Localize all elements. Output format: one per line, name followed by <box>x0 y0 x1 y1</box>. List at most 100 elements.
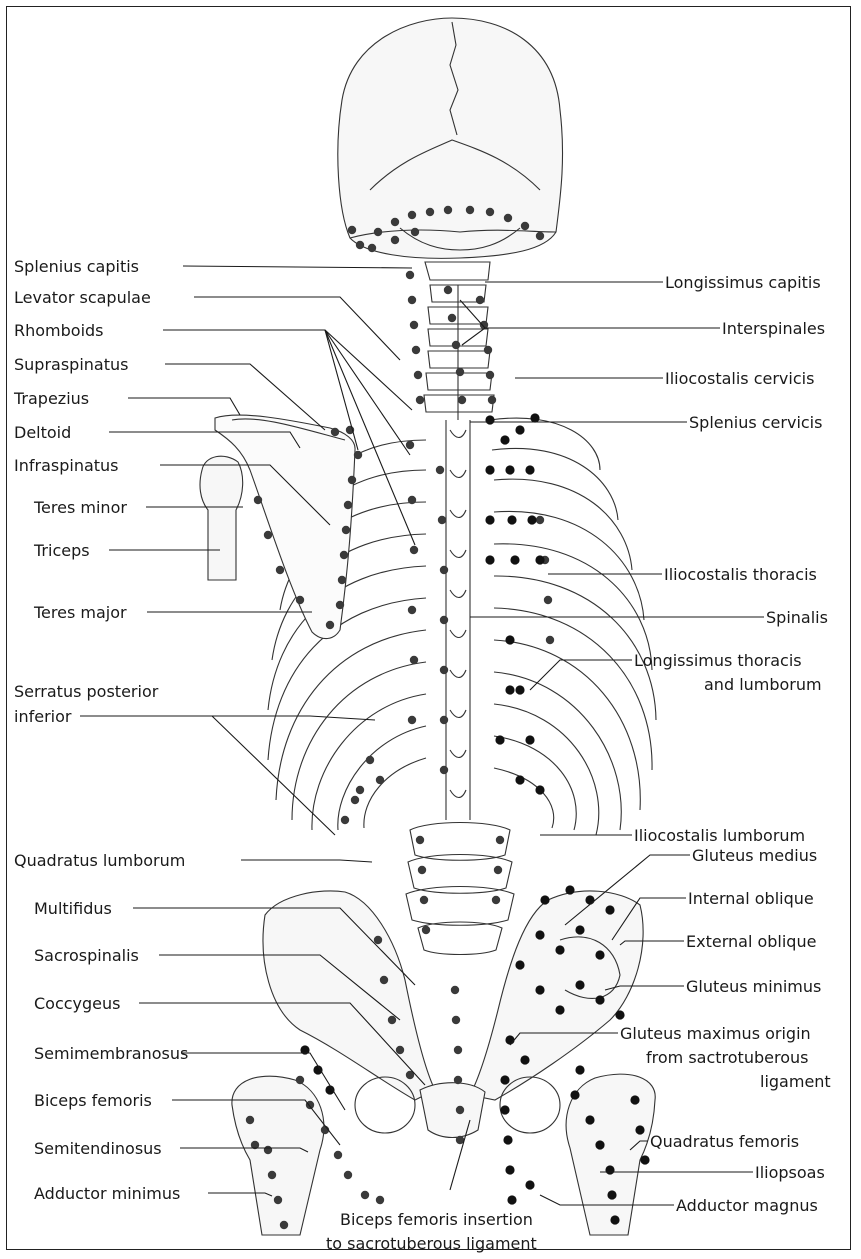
attachment-dot <box>440 616 448 624</box>
label-deltoid: Deltoid <box>14 423 71 442</box>
attachment-dot <box>440 766 448 774</box>
humerus-left <box>200 456 243 580</box>
attachment-dot-dark <box>575 925 584 934</box>
attachment-dot-dark <box>485 515 494 524</box>
attachment-dot <box>452 1016 460 1024</box>
attachment-dot-dark <box>505 685 514 694</box>
attachment-dot-dark <box>615 1010 624 1019</box>
attachment-dot-dark <box>515 960 524 969</box>
attachment-dot <box>254 496 262 504</box>
attachment-dot <box>456 1106 464 1114</box>
attachment-dot <box>436 466 444 474</box>
attachment-dot-dark <box>507 515 516 524</box>
skull <box>338 18 563 258</box>
label-biceps-femoris: Biceps femoris <box>34 1091 152 1110</box>
attachment-dot-dark <box>505 635 514 644</box>
label-from-sactrotuberous: from sactrotuberous <box>646 1048 808 1067</box>
label-iliocostalis-lumborum: Iliocostalis lumborum <box>634 826 805 845</box>
label-gluteus-minimus: Gluteus minimus <box>686 977 821 996</box>
attachment-dot <box>374 936 382 944</box>
attachment-dot-dark <box>525 735 534 744</box>
attachment-dot <box>376 1196 384 1204</box>
attachment-dot-dark <box>565 885 574 894</box>
label-iliopsoas: Iliopsoas <box>755 1163 825 1182</box>
attachment-dot <box>356 786 364 794</box>
attachment-dot <box>536 232 544 240</box>
label-adductor-magnus: Adductor magnus <box>676 1196 818 1215</box>
attachment-dot-dark <box>527 515 536 524</box>
attachment-dot-dark <box>585 1115 594 1124</box>
label-sacrospinalis: Sacrospinalis <box>34 946 139 965</box>
attachment-dot <box>408 606 416 614</box>
attachment-dot-dark <box>495 735 504 744</box>
attachment-dot-dark <box>555 1005 564 1014</box>
label-multifidus: Multifidus <box>34 899 112 918</box>
attachment-dot <box>496 836 504 844</box>
attachment-dot-dark <box>605 1165 614 1174</box>
femur-right <box>566 1074 655 1235</box>
attachment-dot-dark <box>610 1215 619 1224</box>
labels-right: Longissimus capitis Interspinales Ilioco… <box>620 273 831 1215</box>
attachment-dot <box>338 576 346 584</box>
attachment-dot-dark <box>640 1155 649 1164</box>
attachment-dot <box>348 476 356 484</box>
attachment-dot <box>440 666 448 674</box>
attachment-dot <box>410 321 418 329</box>
attachment-dot <box>264 1146 272 1154</box>
attachment-dot <box>246 1116 254 1124</box>
attachment-dot <box>380 976 388 984</box>
label-trapezius: Trapezius <box>13 389 89 408</box>
attachment-dot <box>448 314 456 322</box>
label-quadratus-femoris: Quadratus femoris <box>650 1132 799 1151</box>
attachment-dot <box>422 926 430 934</box>
attachment-dot-dark <box>575 980 584 989</box>
attachment-dot <box>264 531 272 539</box>
attachment-dot <box>536 516 544 524</box>
attachment-dot <box>486 208 494 216</box>
attachment-dot <box>391 218 399 226</box>
rib-cage-right <box>490 418 656 835</box>
attachment-dot-dark <box>505 1035 514 1044</box>
attachment-dot <box>388 1016 396 1024</box>
attachment-dot <box>366 756 374 764</box>
attachment-dot <box>476 296 484 304</box>
attachment-dot <box>356 241 364 249</box>
label-levator-scapulae: Levator scapulae <box>14 288 151 307</box>
label-teres-minor: Teres minor <box>33 498 127 517</box>
attachment-dot <box>376 776 384 784</box>
attachment-dot <box>274 1196 282 1204</box>
attachment-dot <box>374 228 382 236</box>
thoracic-spine <box>446 420 470 820</box>
attachment-dot <box>544 596 552 604</box>
attachment-dot <box>418 866 426 874</box>
label-and-lumborum: and lumborum <box>704 675 822 694</box>
attachment-dot <box>268 1171 276 1179</box>
attachment-dot <box>408 716 416 724</box>
attachment-dot <box>454 1046 462 1054</box>
attachment-dot <box>391 236 399 244</box>
attachment-dot <box>484 346 492 354</box>
label-gluteus-medius: Gluteus medius <box>692 846 817 865</box>
attachment-dot-dark <box>515 685 524 694</box>
attachment-dot-dark <box>525 465 534 474</box>
label-gluteus-maximus-origin: Gluteus maximus origin <box>620 1024 811 1043</box>
label-iliocostalis-cervicis: Iliocostalis cervicis <box>665 369 814 388</box>
attachment-dot-dark <box>535 555 544 564</box>
attachment-dot-dark <box>525 1180 534 1189</box>
attachment-dot-dark <box>605 905 614 914</box>
label-splenius-cervicis: Splenius cervicis <box>689 413 822 432</box>
attachment-dot <box>341 816 349 824</box>
attachment-dot <box>546 636 554 644</box>
attachment-dot <box>336 601 344 609</box>
attachment-dot-dark <box>530 413 539 422</box>
attachment-dot <box>416 396 424 404</box>
attachment-dot-dark <box>585 895 594 904</box>
label-teres-major: Teres major <box>33 603 127 622</box>
attachment-dot <box>396 1046 404 1054</box>
attachment-dot-dark <box>607 1190 616 1199</box>
attachment-dot-dark <box>507 1195 516 1204</box>
label-interspinales: Interspinales <box>722 319 825 338</box>
label-iliocostalis-thoracis: Iliocostalis thoracis <box>664 565 817 584</box>
attachment-dot-dark <box>595 1140 604 1149</box>
